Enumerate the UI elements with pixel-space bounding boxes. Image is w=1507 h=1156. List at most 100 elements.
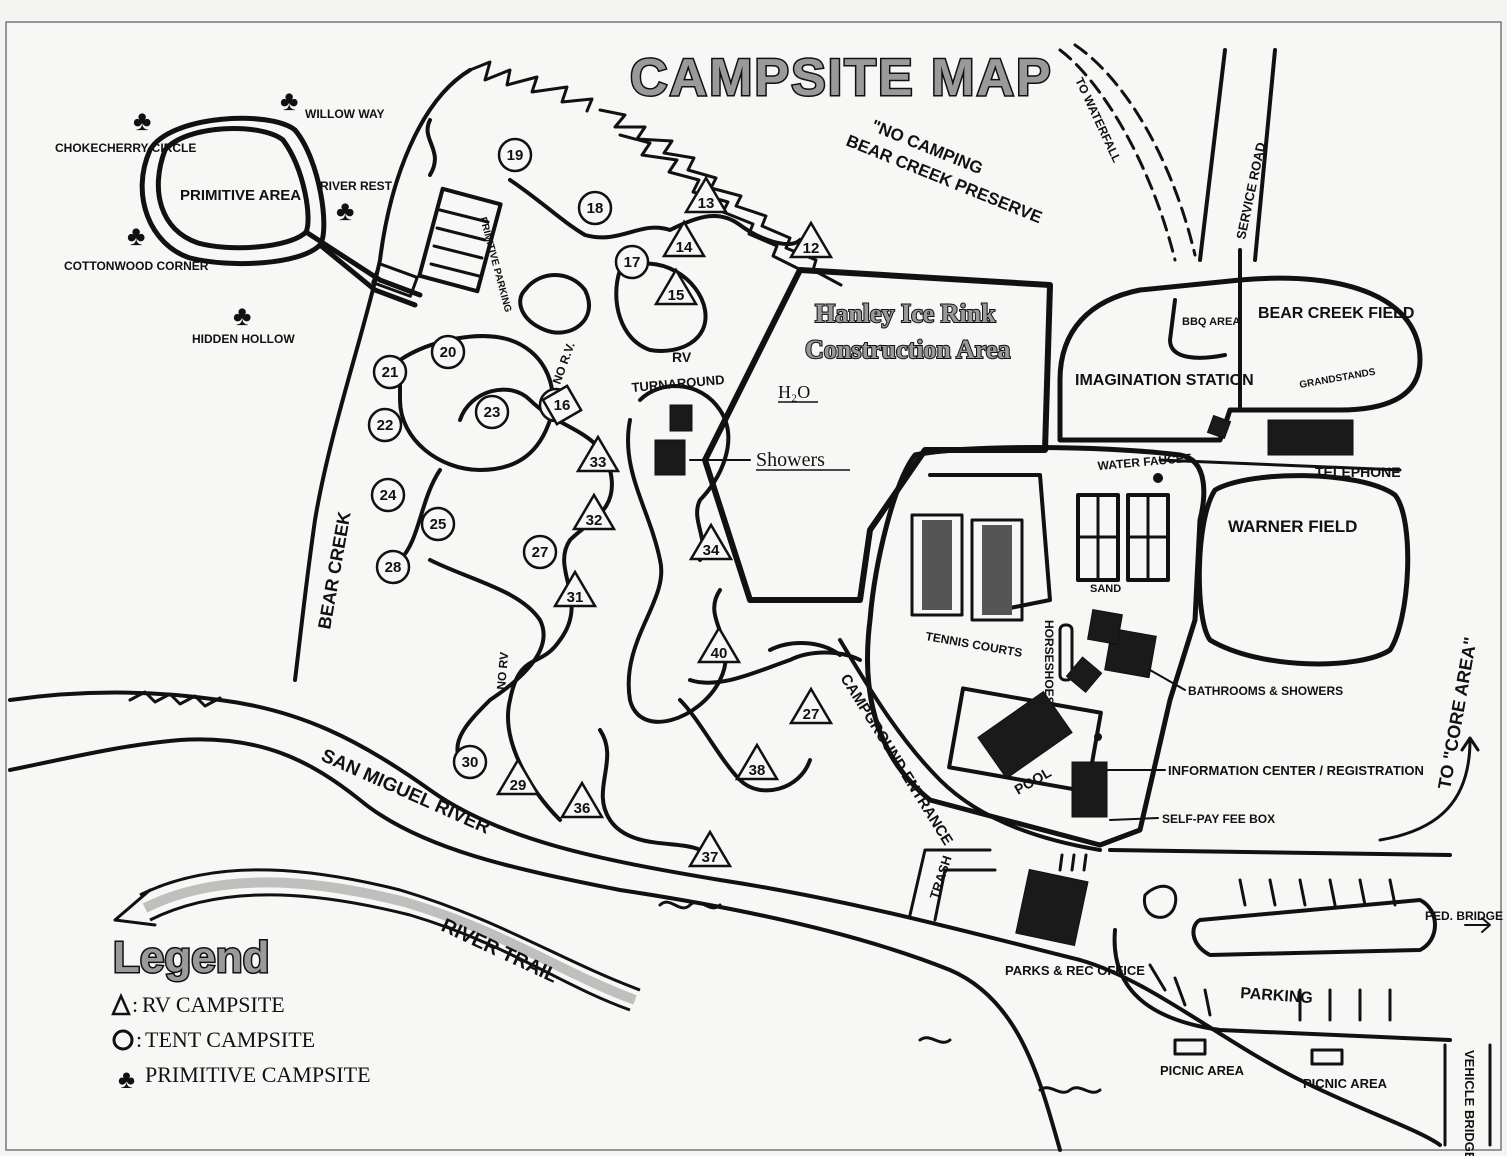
label-hidden-hollow: HIDDEN HOLLOW	[192, 332, 295, 346]
tent-site-marker[interactable]	[474, 394, 510, 430]
grandstands-building	[1267, 419, 1354, 456]
rv-site-number: 27	[803, 706, 820, 723]
rv-site-number: 38	[749, 762, 766, 779]
tent-site-marker[interactable]	[420, 506, 456, 542]
rv-site-marker[interactable]	[788, 686, 834, 725]
bbq-shelter-icon	[1206, 414, 1232, 440]
horseshoe-pit	[1058, 623, 1074, 682]
label-picnic-area-2: PICNIC AREA	[1303, 1076, 1388, 1091]
rv-triangle-icon	[111, 992, 131, 1016]
legend-title: Legend	[113, 933, 269, 982]
label-horseshoes: HORSESHOES	[1042, 620, 1056, 705]
tent-site-marker[interactable]	[452, 744, 488, 780]
legend-primitive-label: PRIMITIVE CAMPSITE	[145, 1062, 371, 1087]
tent-site-marker[interactable]	[497, 137, 533, 173]
legend-rv-colon: :	[132, 992, 138, 1017]
maple-leaf-icon: ♣	[133, 106, 151, 137]
rv-site-marker[interactable]	[683, 175, 729, 214]
tent-site-marker[interactable]	[375, 549, 411, 585]
rv-site-marker[interactable]	[788, 220, 834, 259]
bathroom-building-3	[1087, 609, 1123, 645]
label-vehicle-bridge: VEHICLE BRIDGE	[1462, 1050, 1477, 1156]
rv-site-number: 36	[574, 800, 591, 817]
tent-site-number: 16	[554, 397, 571, 414]
bear-creek-field-area: BBQ AREA BEAR CREEK FIELD IMAGINATION ST…	[1057, 248, 1423, 480]
rv-site-number: 15	[668, 287, 685, 304]
campsite-markers: 1918172021222324252627283016131415123332…	[367, 137, 834, 868]
warner-field: WARNER FIELD	[1196, 473, 1411, 667]
label-river-rest: RIVER REST	[320, 179, 393, 193]
tennis-court-1-surface	[922, 520, 952, 610]
label-ice-rink-line2: Construction Area	[805, 335, 1010, 364]
vehicle-bridge	[1443, 1043, 1492, 1147]
rv-site-marker[interactable]	[571, 492, 617, 531]
faucet-icon	[1153, 473, 1163, 483]
label-primitive-area: PRIMITIVE AREA	[180, 187, 301, 204]
maple-leaf-icon: ♣	[336, 196, 354, 227]
tent-site-marker[interactable]	[522, 534, 558, 570]
ped-bridge-arrow	[1464, 917, 1491, 933]
rv-site-marker[interactable]	[688, 522, 734, 561]
picnic-table-1	[1173, 1038, 1207, 1056]
tent-site-number: 19	[507, 147, 524, 164]
label-self-pay: SELF-PAY FEE BOX	[1162, 812, 1275, 826]
maple-leaf-icon: ♣	[233, 301, 251, 332]
core-area-arrow	[1378, 736, 1480, 842]
tent-site-number: 30	[462, 754, 479, 771]
tent-site-marker[interactable]	[614, 244, 650, 280]
tent-site-number: 27	[532, 544, 549, 561]
tent-site-marker[interactable]	[430, 334, 466, 370]
label-cottonwood-corner: COTTONWOOD CORNER	[64, 259, 209, 273]
rv-site-number: 14	[676, 239, 693, 256]
pool	[977, 690, 1073, 780]
tent-site-marker[interactable]	[367, 407, 403, 443]
rv-site-marker[interactable]	[559, 780, 605, 819]
info-marker	[1094, 733, 1102, 741]
rv-site-marker[interactable]	[552, 569, 598, 608]
rv-site-marker[interactable]	[696, 625, 742, 664]
tent-site-marker[interactable]	[541, 384, 583, 426]
tent-site-number: 23	[484, 404, 501, 421]
legend-tent-colon: :	[136, 1027, 142, 1052]
rv-site-number: 37	[702, 849, 719, 866]
tent-site-number: 17	[624, 254, 641, 271]
label-sand: SAND	[1090, 583, 1121, 595]
tent-site-marker[interactable]	[372, 354, 408, 390]
legend-tent-label: TENT CAMPSITE	[145, 1027, 315, 1052]
rv-site-number: 33	[590, 454, 607, 471]
tent-site-number: 28	[385, 559, 402, 576]
label-ped-bridge: PED. BRIDGE	[1425, 909, 1503, 923]
rv-site-marker[interactable]	[575, 434, 621, 473]
label-no-rv-2: NO RV	[494, 651, 511, 690]
rv-site-marker[interactable]	[687, 829, 733, 868]
water-building-icon	[669, 404, 693, 432]
label-ice-rink-line1: Hanley Ice Rink	[815, 299, 996, 328]
rv-site-marker[interactable]	[653, 267, 699, 306]
legend: Legend : RV CAMPSITE : TENT CAMPSITE ♣ P…	[111, 932, 371, 1094]
tent-site-marker[interactable]	[577, 190, 613, 226]
picnic-table-2	[1310, 1048, 1344, 1066]
paper-border	[5, 21, 1502, 1151]
tennis-court-1	[910, 513, 964, 617]
label-information-center: INFORMATION CENTER / REGISTRATION	[1168, 763, 1424, 778]
rv-site-number: 12	[803, 240, 820, 257]
label-bathrooms: BATHROOMS & SHOWERS	[1188, 684, 1343, 698]
label-showers: Showers	[756, 449, 825, 471]
tennis-court-2	[970, 518, 1024, 622]
shower-building-icon	[654, 439, 686, 476]
rv-site-marker[interactable]	[495, 757, 541, 796]
tent-site-number: 20	[440, 344, 457, 361]
label-chokecherry-circle: CHOKECHERRY CIRCLE	[55, 141, 196, 155]
rv-site-number: 31	[567, 589, 584, 606]
rv-site-marker[interactable]	[734, 742, 780, 781]
label-picnic-area-1: PICNIC AREA	[1160, 1063, 1245, 1078]
maple-leaf-icon: ♣	[127, 221, 145, 252]
rv-site-marker[interactable]	[661, 219, 707, 258]
tent-site-number: 22	[377, 417, 394, 434]
tent-site-marker[interactable]	[370, 477, 406, 513]
label-willow-way: WILLOW WAY	[305, 107, 385, 121]
ice-rink-construction-area: Hanley Ice Rink Construction Area	[702, 267, 1053, 603]
legend-rv-label: RV CAMPSITE	[142, 992, 285, 1017]
rv-site-number: 13	[698, 195, 715, 212]
